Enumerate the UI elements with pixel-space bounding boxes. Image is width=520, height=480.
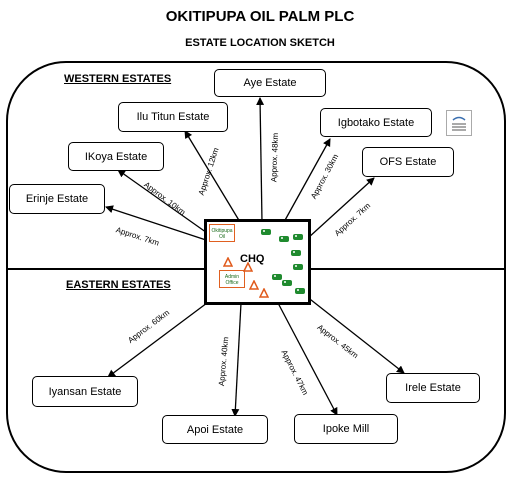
estate-box-ikoya: IKoya Estate <box>68 142 164 171</box>
line-igbotako <box>283 138 331 223</box>
building-icon <box>249 280 259 290</box>
okitipupa-oil-sign: Okitipupa Oil <box>209 224 235 242</box>
line-aye <box>256 97 265 223</box>
estate-box-erinje: Erinje Estate <box>9 184 105 214</box>
building-icon <box>223 257 233 267</box>
diagram-subtitle: ESTATE LOCATION SKETCH <box>185 37 335 49</box>
palm-tree-icon <box>291 250 301 256</box>
palm-tree-icon <box>293 264 303 270</box>
distance-aye: Approx. 48km <box>269 132 281 183</box>
palm-tree-icon <box>272 274 282 280</box>
admin-office-sign: Admin Office <box>219 270 245 288</box>
estate-box-ipoke: Ipoke Mill <box>294 414 398 444</box>
estate-box-ilu-titun: Ilu Titun Estate <box>118 102 228 132</box>
western-estates-heading: WESTERN ESTATES <box>64 73 172 85</box>
palm-tree-icon <box>295 288 305 294</box>
palm-tree-icon <box>279 236 289 242</box>
estate-box-irele: Irele Estate <box>386 373 480 403</box>
palm-tree-icon <box>293 234 303 240</box>
estate-box-igbotako: Igbotako Estate <box>320 108 432 137</box>
estate-box-iyansan: Iyansan Estate <box>32 376 138 407</box>
hq-label: CHQ <box>240 253 265 265</box>
line-ipoke <box>277 302 338 416</box>
building-icon <box>259 288 269 298</box>
line-ofs <box>307 177 375 239</box>
line-iyansan <box>107 299 212 378</box>
estate-box-ofs: OFS Estate <box>362 147 454 177</box>
palm-tree-icon <box>282 280 292 286</box>
line-erinje <box>105 205 207 241</box>
palm-tree-icon <box>261 229 271 235</box>
diagram-title: OKITIPUPA OIL PALM PLC <box>165 8 355 25</box>
line-ilu-titun <box>184 130 241 223</box>
estate-box-aye: Aye Estate <box>214 69 326 97</box>
headquarters-box: Okitipupa Oil CHQ Admin Office <box>204 219 311 305</box>
line-apoi <box>231 302 242 417</box>
line-irele <box>305 295 405 374</box>
line-ikoya <box>117 169 211 236</box>
map-frame <box>6 61 506 473</box>
document-icon <box>446 110 472 136</box>
estate-box-apoi: Apoi Estate <box>162 415 268 444</box>
building-icon <box>243 262 253 272</box>
eastern-estates-heading: EASTERN ESTATES <box>66 279 171 291</box>
